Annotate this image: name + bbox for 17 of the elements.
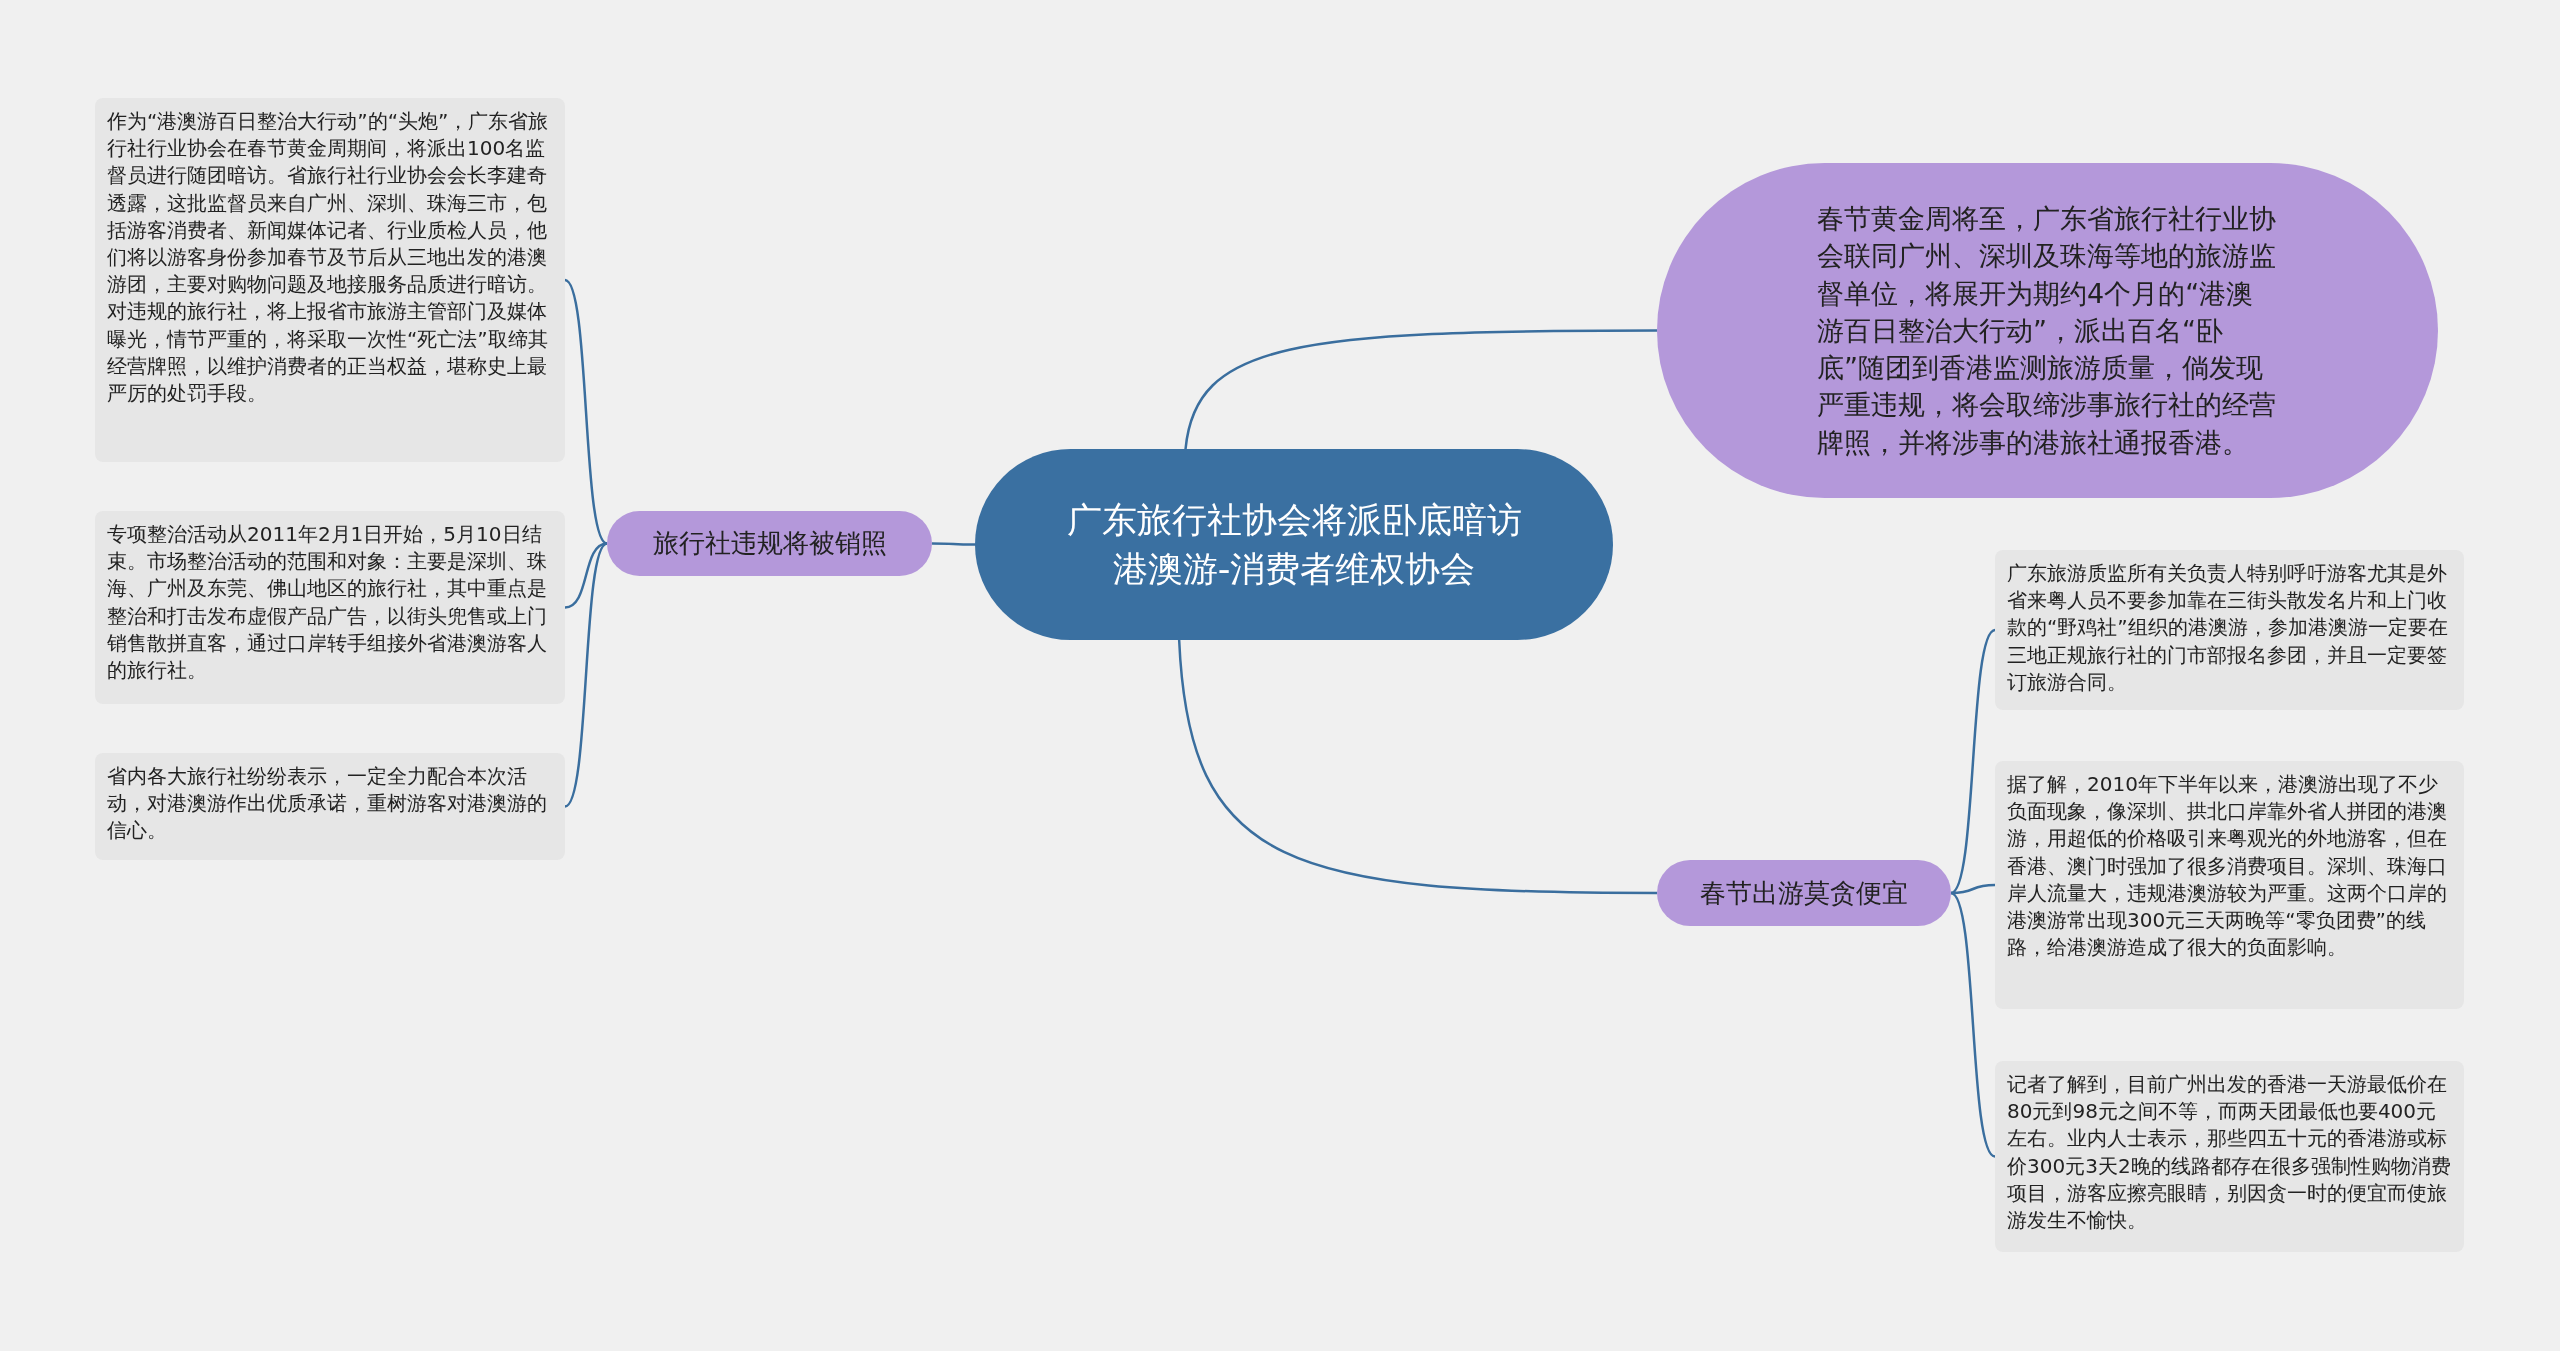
note-card: 据了解，2010年下半年以来，港澳游出现了不少负面现象，像深圳、拱北口岸靠外省人拼团的港澳游，用超低的价格吸引来粤观光的外地游客，但在香港、澳门时强加了很多消费项目。深圳、珠海口岸人流量大，违规港澳游较为严重。这两个口岸的港澳游常出现300元三天两晚等“零负团费”的线路，给港澳游造成了很大的负面影响。 <box>1995 761 2464 1009</box>
connector <box>932 542 975 546</box>
note-card: 省内各大旅行社纷纷表示，一定全力配合本次活动，对港澳游作出优质承诺，重树游客对港澳游的信心。 <box>95 753 565 860</box>
connector <box>1950 629 1996 894</box>
note-card: 广东旅游质监所有关负责人特别呼吁游客尤其是外省来粤人员不要参加靠在三街头散发名片和上门收款的“野鸡社”组织的港澳游，参加港澳游一定要在三地正规旅行社的门市部报名参团，并且一定要签订旅游合同。 <box>1995 550 2464 710</box>
connector <box>1184 329 1657 450</box>
note-card: 记者了解到，目前广州出发的香港一天游最低价在80元到98元之间不等，而两天团最低也要400元左右。业内人士表示，那些四五十元的香港游或标价300元3天2晚的线路都存在很多强制性购物消费项目，游客应擦亮眼睛，别因贪一时的便宜而使旅游发生不愉快。 <box>1995 1061 2464 1252</box>
note-card: 专项整治活动从2011年2月1日开始，5月10日结束。市场整治活动的范围和对象：主要是深圳、珠海、广州及东莞、佛山地区的旅行社，其中重点是整治和打击发布虚假产品广告，以街头兜售或上门销售散拼直客，通过口岸转手组接外省港澳游客人的旅行社。 <box>95 511 565 704</box>
connector <box>564 279 608 545</box>
note-card: 作为“港澳游百日整治大行动”的“头炮”，广东省旅行社行业协会在春节黄金周期间，将派出100名监督员进行随团暗访。省旅行社行业协会会长李建奇透露，这批监督员来自广州、深圳、珠海三市，包括游客消费者、新闻媒体记者、行业质检人员，他们将以游客身份参加春节及节后从三地出发的港澳游团，主要对购物问题及地接服务品质进行暗访。对违规的旅行社，将上报省市旅游主管部门及媒体曝光，情节严重的，将采取一次性“死亡法”取缔其经营牌照，以维护消费者的正当权益，堪称史上最严厉的处罚手段。 <box>95 98 565 462</box>
connector <box>1177 639 1657 895</box>
connector <box>564 542 608 808</box>
central-topic: 广东旅行社协会将派卧底暗访港澳游-消费者维权协会 <box>975 449 1613 640</box>
branch-topic: 春节出游莫贪便宜 <box>1657 860 1951 926</box>
connector <box>1950 892 1996 1158</box>
topic-bubble: 春节黄金周将至，广东省旅行社行业协会联同广州、深圳及珠海等地的旅游监督单位，将展开为期约4个月的“港澳游百日整治大行动”，派出百名“卧底”随团到香港监测旅游质量，倘发现严重违规，将会取缔涉事旅行社的经营牌照，并将涉事的港旅社通报香港。 <box>1657 163 2438 498</box>
branch-topic: 旅行社违规将被销照 <box>607 511 932 576</box>
